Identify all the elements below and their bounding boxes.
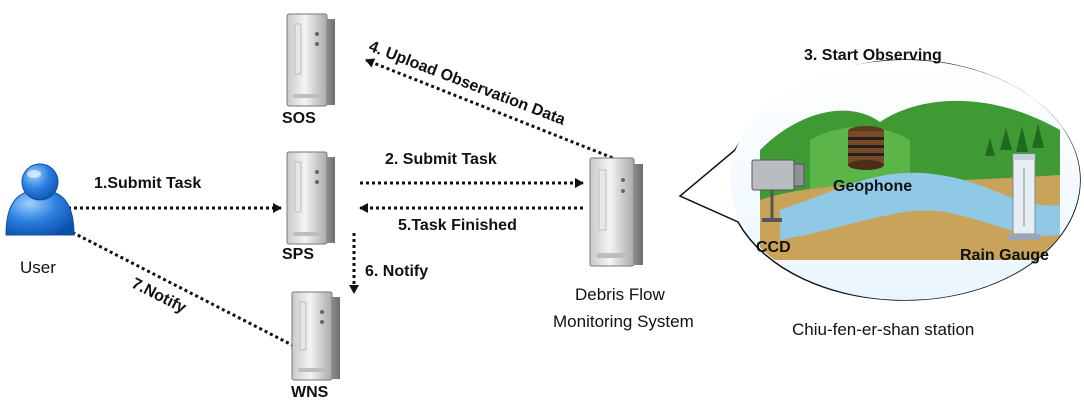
wns-label: WNS	[291, 384, 329, 401]
sps-label: SPS	[282, 246, 315, 263]
arrows	[59, 58, 619, 348]
step-1-label: 1.Submit Task	[94, 175, 202, 192]
user-icon	[5, 163, 75, 236]
step-2-label: 2. Submit Task	[385, 151, 497, 168]
step-5-label: 5.Task Finished	[398, 217, 517, 234]
system-label-line1: Debris Flow	[575, 285, 665, 304]
station-label: Chiu-fen-er-shan station	[792, 320, 975, 339]
sos-server-icon	[286, 13, 335, 107]
sps-server-icon	[286, 151, 335, 245]
sos-label: SOS	[282, 110, 316, 127]
rain-gauge-icon	[1008, 153, 1040, 240]
step-6-label: 6. Notify	[365, 263, 429, 280]
user-label: User	[20, 258, 56, 277]
wns-server-icon	[291, 291, 340, 381]
geophone-label: Geophone	[833, 178, 913, 195]
ccd-label: CCD	[756, 239, 791, 256]
rain-gauge-label: Rain Gauge	[960, 247, 1049, 264]
monitoring-system-server-icon	[589, 157, 643, 267]
arrow-system-to-sos	[365, 58, 619, 162]
ccd-camera-icon	[751, 159, 805, 222]
step-3-label: 3. Start Observing	[804, 47, 942, 64]
arrow-wns-to-user	[59, 224, 295, 348]
geophone-icon	[848, 126, 884, 170]
system-label-line2: Monitoring System	[553, 312, 694, 331]
